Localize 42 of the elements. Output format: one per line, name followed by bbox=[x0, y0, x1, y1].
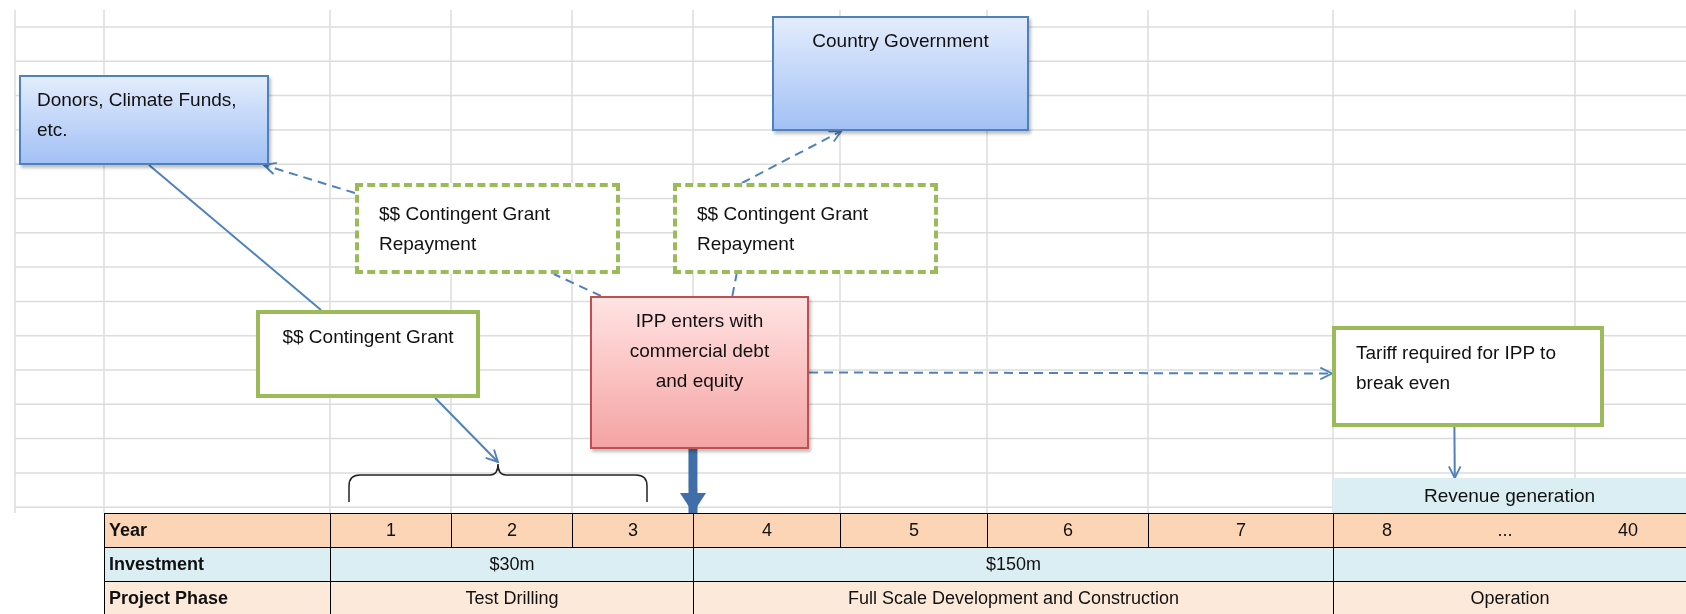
row-header: Year bbox=[104, 513, 331, 548]
table-cell: 3 bbox=[572, 513, 694, 548]
flow-box bbox=[256, 310, 480, 398]
entity-box bbox=[19, 75, 269, 165]
timeline-table bbox=[104, 513, 1686, 614]
arrow bbox=[808, 366, 1333, 381]
node-text: Revenue generation bbox=[1423, 483, 1596, 508]
year-number: 40 bbox=[1617, 519, 1638, 542]
arrow bbox=[680, 449, 706, 513]
year-number: 8 bbox=[1382, 519, 1392, 542]
node-text: Donors, Climate Funds, etc. bbox=[37, 88, 238, 142]
table-cell: 5 bbox=[840, 513, 988, 548]
timeline-band bbox=[1333, 478, 1686, 513]
process-box bbox=[590, 296, 809, 449]
year-number: ... bbox=[1497, 519, 1513, 542]
flow-box bbox=[355, 183, 620, 274]
curly-bracket bbox=[348, 462, 648, 502]
row-header: Investment bbox=[104, 547, 331, 582]
node-text: $$ Contingent Grant Repayment bbox=[379, 202, 552, 256]
node-text: $$ Contingent Grant bbox=[281, 325, 455, 349]
node-text: Tariff required for IPP to break even bbox=[1356, 341, 1557, 395]
arrow bbox=[740, 130, 843, 184]
table-cell: $30m bbox=[330, 547, 694, 582]
entity-box bbox=[772, 16, 1029, 131]
flow-box bbox=[1332, 326, 1604, 427]
table-cell: $150m bbox=[693, 547, 1334, 582]
node-text: IPP enters with commercial debt and equity bbox=[628, 309, 771, 393]
node-text: Country Government bbox=[811, 29, 990, 53]
table-cell: Full Scale Development and Construction bbox=[693, 581, 1334, 614]
row-header: Project Phase bbox=[104, 581, 331, 614]
arrow bbox=[263, 161, 356, 194]
flow-box bbox=[673, 183, 938, 274]
arrow bbox=[1447, 426, 1462, 479]
table-cell: Operation bbox=[1333, 581, 1686, 614]
table-cell: Test Drilling bbox=[330, 581, 694, 614]
node-text: $$ Contingent Grant Repayment bbox=[697, 202, 870, 256]
table-cell: 7 bbox=[1148, 513, 1334, 548]
table-cell: 2 bbox=[451, 513, 573, 548]
arrow bbox=[434, 397, 499, 463]
table-cell: 4 bbox=[693, 513, 841, 548]
table-cell: 1 bbox=[330, 513, 452, 548]
table-cell: 6 bbox=[987, 513, 1149, 548]
